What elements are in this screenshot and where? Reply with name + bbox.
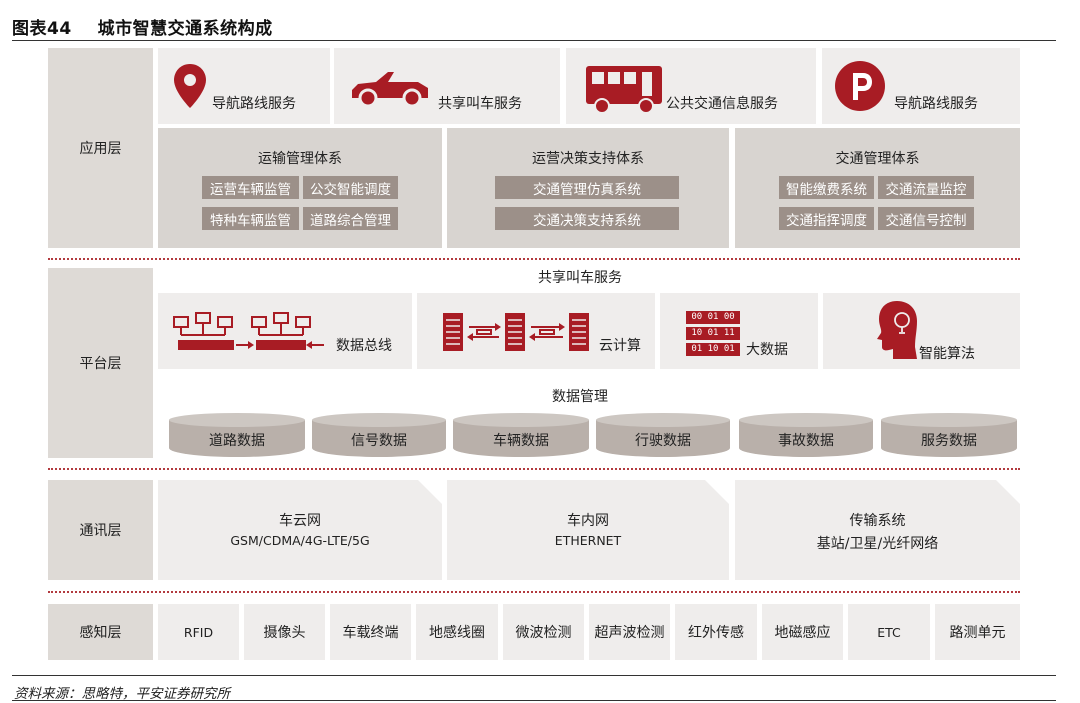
sensor-etc: ETC xyxy=(848,604,930,660)
parking-icon xyxy=(835,61,885,111)
binary-data-icon: 00 01 00 xyxy=(686,311,740,324)
source-note: 资料来源：思略特，平安证券研究所 xyxy=(14,686,230,702)
platform-item-label: 大数据 xyxy=(746,342,788,358)
data-set-label: 车辆数据 xyxy=(493,433,549,449)
system-chip: 交通决策支持系统 xyxy=(495,207,679,230)
system-title: 运输管理体系 xyxy=(258,151,342,167)
system-title: 运营决策支持体系 xyxy=(532,151,644,167)
network-title: 车内网 xyxy=(567,513,609,529)
sensor-camera: 摄像头 xyxy=(244,604,325,660)
system-chip: 特种车辆监管 xyxy=(202,207,299,230)
system-chip: 智能缴费系统 xyxy=(779,176,874,199)
data-set-service: 服务数据 xyxy=(880,412,1018,458)
layer-divider xyxy=(48,591,1020,593)
service-public-transit: 公共交通信息服务 xyxy=(566,48,816,124)
cylinder-icon xyxy=(169,413,305,457)
data-set-road: 道路数据 xyxy=(168,412,306,458)
data-set-label: 服务数据 xyxy=(921,433,977,449)
bus-icon xyxy=(586,66,662,114)
data-set-label: 道路数据 xyxy=(209,433,265,449)
network-title: 传输系统 xyxy=(849,513,906,529)
sensor-vehicle-terminal: 车载终端 xyxy=(330,604,411,660)
network-vehicle-cloud: 车云网 GSM/CDMA/4G-LTE/5G xyxy=(158,480,442,580)
service-label: 导航路线服务 xyxy=(894,96,978,112)
layer-divider xyxy=(48,258,1020,260)
sensor-geomagnetic: 地磁感应 xyxy=(762,604,843,660)
system-chip: 交通管理仿真系统 xyxy=(495,176,679,199)
footer-bottom-rule xyxy=(12,700,1056,701)
figure-number: 图表44 xyxy=(12,19,72,39)
data-set-vehicle: 车辆数据 xyxy=(452,412,590,458)
network-subtitle: 基站/卫星/光纤网络 xyxy=(816,536,939,552)
platform-header: 共享叫车服务 xyxy=(538,270,622,286)
brain-head-icon xyxy=(877,301,917,359)
sensor-infrared: 红外传感 xyxy=(675,604,757,660)
system-traffic-management: 交通管理体系 智能缴费系统 交通流量监控 交通指挥调度 交通信号控制 xyxy=(735,128,1020,248)
layer-divider xyxy=(48,468,1020,470)
cylinder-icon xyxy=(453,413,589,457)
cylinder-icon xyxy=(881,413,1017,457)
system-chip: 道路综合管理 xyxy=(303,207,398,230)
data-set-accident: 事故数据 xyxy=(738,412,874,458)
sensor-roadside-unit: 路测单元 xyxy=(935,604,1020,660)
binary-data-row: 01 10 01 xyxy=(686,343,740,356)
system-chip: 交通流量监控 xyxy=(878,176,974,199)
car-icon xyxy=(352,72,428,108)
footer-rule xyxy=(12,675,1056,676)
cylinder-icon xyxy=(739,413,873,457)
data-set-label: 事故数据 xyxy=(778,433,834,449)
network-in-vehicle: 车内网 ETHERNET xyxy=(447,480,729,580)
platform-item-label: 云计算 xyxy=(599,338,641,354)
system-transport-management: 运输管理体系 运营车辆监管 公交智能调度 特种车辆监管 道路综合管理 xyxy=(158,128,442,248)
service-ride-hailing: 共享叫车服务 xyxy=(334,48,560,124)
system-title: 交通管理体系 xyxy=(835,151,920,167)
system-chip: 交通信号控制 xyxy=(878,207,974,230)
cloud-server-icon xyxy=(443,313,589,351)
system-decision-support: 运营决策支持体系 交通管理仿真系统 交通决策支持系统 xyxy=(447,128,729,248)
sensor-ultrasonic: 超声波检测 xyxy=(589,604,670,660)
platform-intelligent-algorithm: 智能算法 xyxy=(823,293,1020,369)
data-set-driving: 行驶数据 xyxy=(595,412,731,458)
platform-layer-label: 平台层 xyxy=(48,268,153,458)
service-navigation: 导航路线服务 xyxy=(158,48,330,124)
system-chip: 公交智能调度 xyxy=(303,176,398,199)
sensor-rfid: RFID xyxy=(158,604,239,660)
system-chip: 交通指挥调度 xyxy=(779,207,874,230)
application-layer-label: 应用层 xyxy=(48,48,153,248)
page-fold xyxy=(418,480,442,504)
cylinder-icon xyxy=(596,413,730,457)
comm-layer-label: 通讯层 xyxy=(48,480,153,580)
service-label: 共享叫车服务 xyxy=(438,96,522,112)
data-set-label: 行驶数据 xyxy=(635,433,691,449)
service-parking: 导航路线服务 xyxy=(822,48,1020,124)
network-transmission: 传输系统 基站/卫星/光纤网络 xyxy=(735,480,1020,580)
sensor-microwave: 微波检测 xyxy=(503,604,584,660)
platform-cloud-computing: 云计算 xyxy=(417,293,655,369)
platform-item-label: 智能算法 xyxy=(919,346,975,362)
network-title: 车云网 xyxy=(279,513,321,529)
figure-title: 图表44 城市智慧交通系统构成 xyxy=(12,14,273,39)
service-label: 导航路线服务 xyxy=(212,96,296,112)
platform-data-bus: 数据总线 xyxy=(158,293,412,369)
page-fold xyxy=(705,480,729,504)
figure-heading: 城市智慧交通系统构成 xyxy=(97,19,273,39)
network-subtitle: GSM/CDMA/4G-LTE/5G xyxy=(230,533,370,548)
data-management-title: 数据管理 xyxy=(552,389,608,405)
system-chip: 运营车辆监管 xyxy=(202,176,299,199)
network-subtitle: ETHERNET xyxy=(554,533,622,548)
data-set-label: 信号数据 xyxy=(351,433,407,449)
data-set-signal: 信号数据 xyxy=(311,412,447,458)
title-rule xyxy=(12,40,1056,41)
page-fold xyxy=(996,480,1020,504)
sensing-layer-label: 感知层 xyxy=(48,604,153,660)
cylinder-icon xyxy=(312,413,446,457)
service-label: 公共交通信息服务 xyxy=(666,96,778,112)
platform-item-label: 数据总线 xyxy=(336,338,392,354)
binary-data-row: 10 01 11 xyxy=(686,327,740,340)
location-pin-icon xyxy=(174,64,206,108)
sensor-inductive-loop: 地感线圈 xyxy=(416,604,498,660)
platform-big-data: 00 01 00 10 01 11 01 10 01 大数据 xyxy=(660,293,818,369)
data-bus-icon xyxy=(173,312,324,350)
